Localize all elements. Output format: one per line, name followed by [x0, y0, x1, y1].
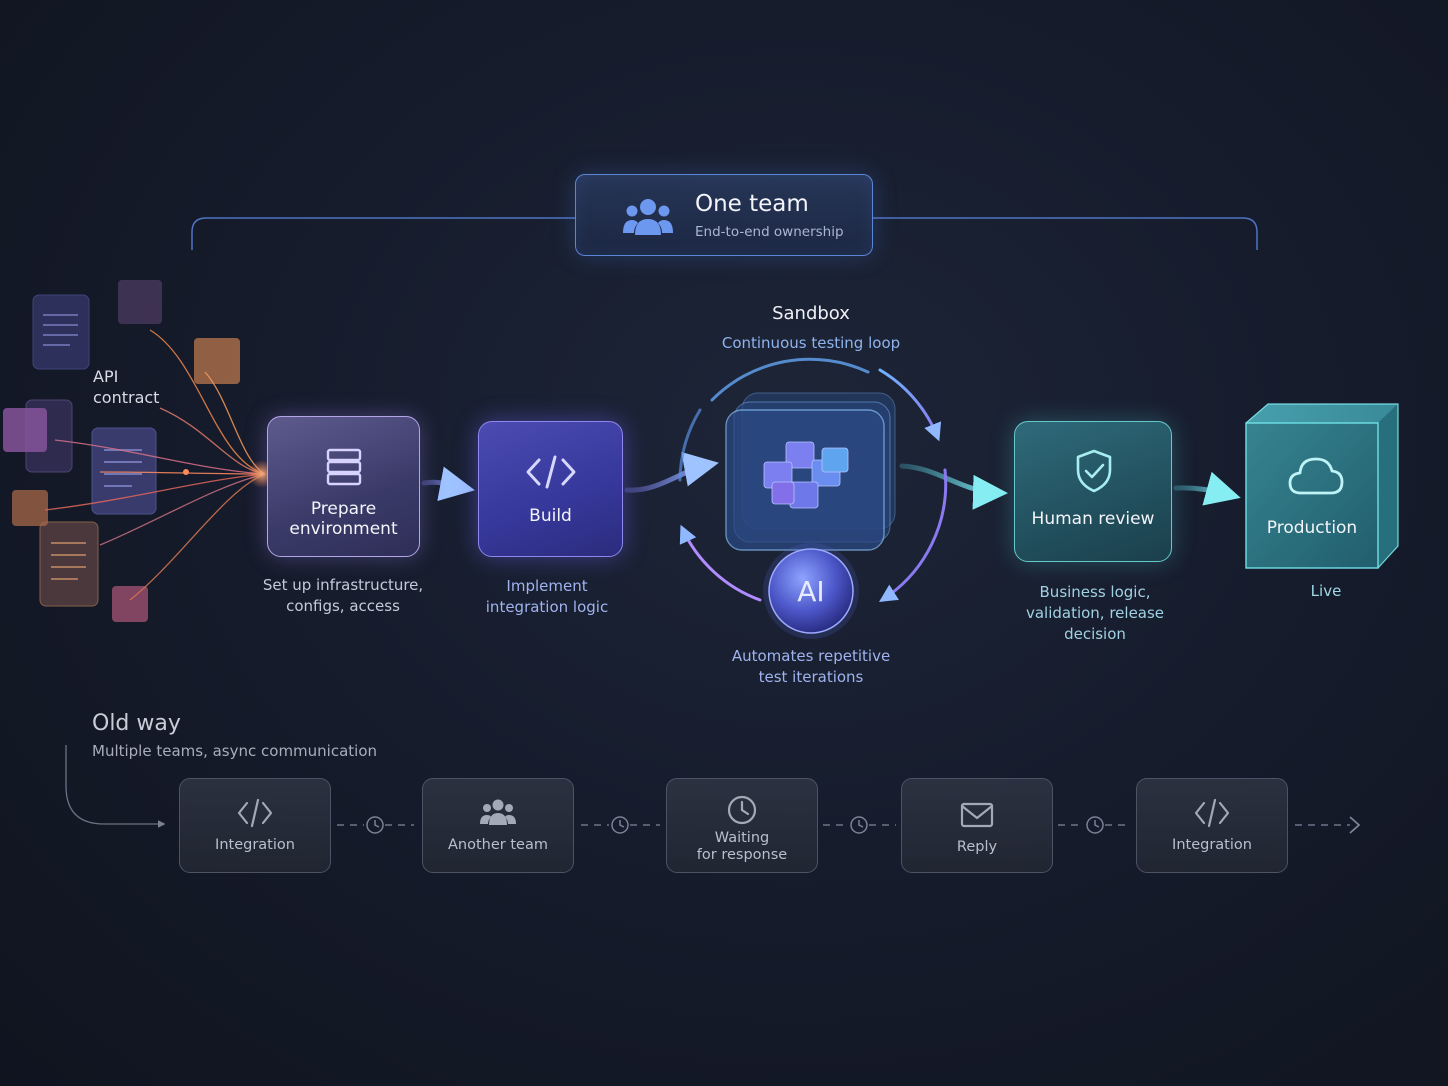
sandbox-title: Sandbox — [772, 303, 850, 324]
build-description: Implement integration logic — [462, 576, 632, 618]
review-desc-line3: decision — [1064, 625, 1126, 643]
ai-desc-line2: test iterations — [758, 668, 864, 686]
prepare-desc-line1: Set up infrastructure, — [262, 576, 424, 594]
build-label: Build — [529, 506, 572, 526]
code-icon — [1194, 798, 1230, 828]
cube-shape — [112, 586, 148, 622]
old-step-label: Waiting — [714, 830, 770, 846]
code-icon — [526, 455, 576, 489]
build-desc-line1: Implement — [506, 577, 588, 595]
prepare-description: Set up infrastructure, configs, access — [250, 575, 436, 617]
old-way-subtitle: Multiple teams, async communication — [92, 742, 378, 760]
ai-desc-line1: Automates repetitive — [731, 647, 891, 665]
code-icon — [237, 798, 273, 828]
old-way-end-arrow — [1349, 816, 1361, 834]
cube-shape — [194, 338, 240, 384]
review-description: Business logic, validation, release deci… — [1001, 582, 1189, 645]
arrow-sandbox-review — [899, 463, 1008, 510]
review-desc-line2: validation, release — [1025, 604, 1165, 622]
document-shape — [32, 294, 90, 370]
input-label: API contract — [93, 366, 159, 408]
arrow-review-production — [1173, 471, 1241, 506]
ai-label: AI — [797, 575, 825, 608]
cube-shape — [118, 280, 162, 324]
team-bracket — [191, 217, 1258, 250]
old-step-label: Another team — [448, 837, 548, 853]
team-subtitle: End-to-end ownership — [695, 224, 844, 240]
ai-orb — [763, 543, 859, 639]
document-shape — [39, 521, 99, 607]
old-way-step-another-team: Another team — [422, 778, 574, 873]
old-step-label: Integration — [215, 837, 295, 853]
prepare-label-line1: Prepare — [310, 499, 377, 519]
ai-description: Automates repetitive test iterations — [711, 646, 911, 688]
old-way-step-integration: Integration — [179, 778, 331, 873]
people-icon — [623, 199, 673, 235]
prepare-desc-line2: configs, access — [286, 597, 400, 615]
team-title: One team — [695, 191, 809, 217]
cube-shape — [3, 408, 47, 452]
cube-shape — [12, 490, 48, 526]
production-cube — [1245, 403, 1399, 569]
prepare-label-line2: environment — [289, 519, 398, 539]
review-desc-line1: Business logic, — [1039, 583, 1151, 601]
build-desc-line2: integration logic — [485, 598, 609, 616]
production-label: Production — [1266, 518, 1358, 538]
input-label-line1: API — [93, 367, 119, 386]
sandbox-container — [725, 392, 896, 551]
prepare-environment-card[interactable]: Prepare environment — [267, 416, 420, 557]
mail-icon — [960, 802, 994, 828]
old-way-connector — [65, 745, 166, 828]
server-stack-icon — [326, 448, 362, 486]
sandbox-subtitle: Continuous testing loop — [721, 334, 901, 352]
team-header: One team End-to-end ownership — [575, 174, 873, 256]
old-way-step-integration-final: Integration — [1136, 778, 1288, 873]
arrow-build-sandbox — [624, 451, 719, 493]
old-way-step-waiting: Waiting for response — [666, 778, 818, 873]
old-way-clock-icons — [366, 816, 1104, 834]
shield-check-icon — [1076, 449, 1112, 493]
old-way-title: Old way — [92, 711, 181, 736]
input-label-line2: contract — [93, 388, 160, 407]
build-card[interactable]: Build — [478, 421, 623, 557]
cubes-icon — [763, 441, 849, 509]
arrow-prepare-build — [421, 466, 475, 502]
old-step-label-line2: for response — [696, 847, 788, 863]
old-step-label: Reply — [956, 839, 998, 855]
review-label: Human review — [1031, 509, 1155, 529]
production-description: Live — [1310, 582, 1342, 600]
people-icon — [480, 799, 516, 825]
production-card[interactable]: Production — [1246, 423, 1378, 568]
old-way-step-reply: Reply — [901, 778, 1053, 873]
cloud-icon — [1288, 457, 1344, 495]
old-step-label: Integration — [1172, 837, 1252, 853]
human-review-card[interactable]: Human review — [1014, 421, 1172, 562]
clock-icon — [727, 795, 757, 825]
testing-loop — [678, 357, 948, 602]
